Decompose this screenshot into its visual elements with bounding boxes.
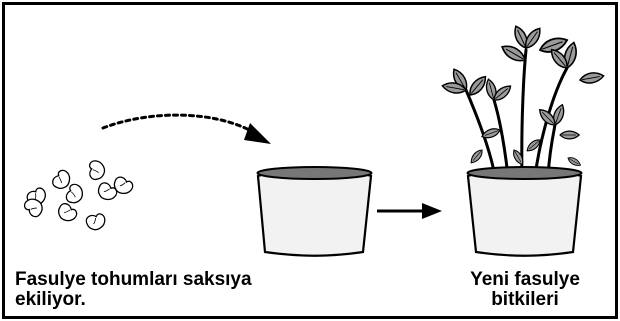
caption-seeds-planted: Fasulye tohumları saksıya ekiliyor. (15, 270, 345, 310)
bean-seed-icon (87, 158, 107, 181)
bean-seed-icon (64, 182, 86, 206)
caption-right-line2: bitkileri (491, 289, 559, 310)
bean-seeds-group (21, 158, 136, 233)
bean-seed-icon (84, 210, 109, 233)
caption-new-plants: Yeni fasulye bitkileri (440, 270, 610, 310)
dotted-curved-arrow-icon (101, 113, 271, 144)
caption-left-line2: ekiliyor. (15, 289, 86, 310)
bean-plant-pot-icon (440, 23, 606, 257)
right-arrow-icon (377, 203, 442, 219)
caption-right-line1: Yeni fasulye (470, 269, 580, 290)
empty-pot-icon (256, 166, 373, 257)
caption-left-line1: Fasulye tohumları saksıya (15, 269, 252, 290)
bean-seed-icon (54, 201, 80, 225)
